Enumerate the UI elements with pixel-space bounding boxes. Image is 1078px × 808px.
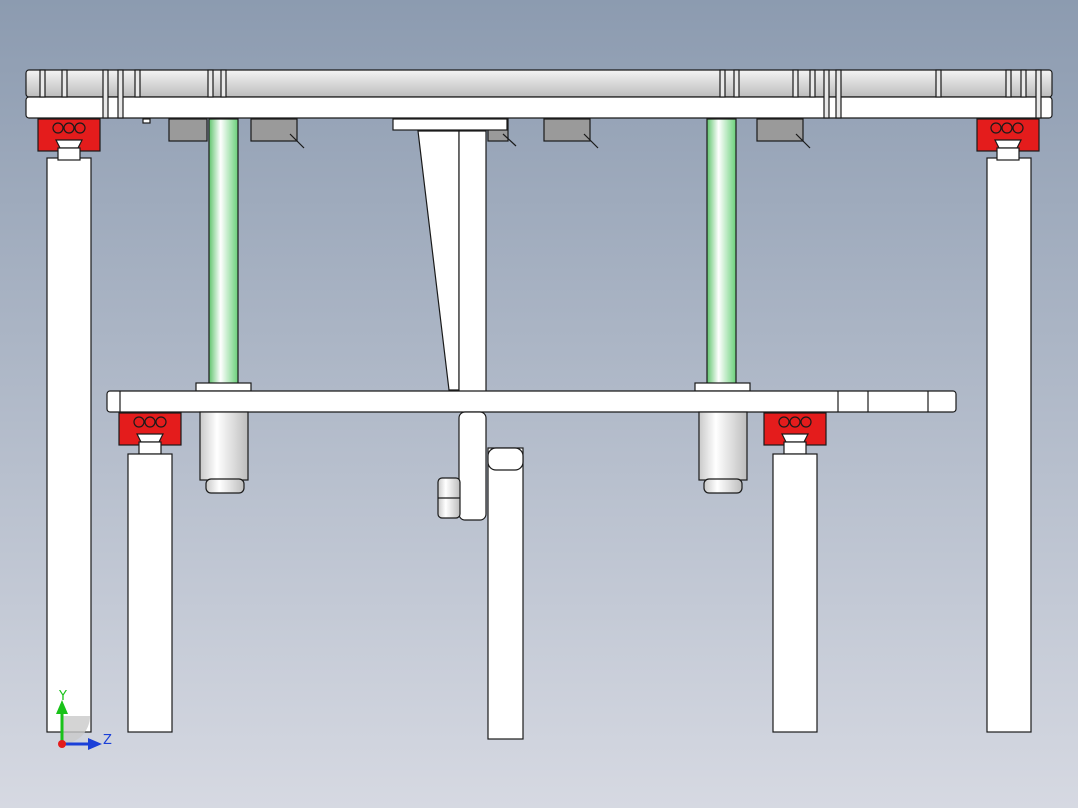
sensor-left-1[interactable] [168,118,208,142]
right-inner-column[interactable] [772,453,818,733]
guide-rod-left[interactable] [208,118,239,385]
middle-plate[interactable] [106,390,957,413]
coordinate-triad: Y Z [56,689,112,750]
right-outer-column[interactable] [986,157,1032,733]
carriage-mid-left[interactable] [118,412,182,455]
sensor-right-2[interactable] [756,118,811,149]
center-vertical-arm[interactable] [458,130,487,393]
top-plate[interactable] [25,69,1053,119]
rod-flange-left [195,382,252,392]
carriage-top-right[interactable] [976,118,1040,161]
bushing-right[interactable] [698,411,748,494]
z-axis-arrowhead [88,738,102,750]
y-axis-label: Y [58,689,67,704]
lever-link[interactable] [487,447,524,740]
x-axis-dot [58,740,66,748]
small-bracket [142,118,151,124]
bushing-left[interactable] [199,411,249,494]
y-axis-arrowhead [56,700,68,714]
carriage-top-left[interactable] [37,118,101,161]
carriage-mid-right[interactable] [763,412,827,455]
z-axis-label: Z [103,733,112,748]
rod-flange-right [694,382,751,392]
sensor-left-2[interactable] [250,118,305,149]
left-inner-column[interactable] [127,453,173,733]
left-outer-column[interactable] [46,157,92,733]
sensor-right-1[interactable] [543,118,599,149]
hex-nut[interactable] [437,477,461,519]
center-mount-block[interactable] [392,118,508,131]
center-lower-arm[interactable] [458,411,487,521]
guide-rod-right[interactable] [706,118,737,385]
